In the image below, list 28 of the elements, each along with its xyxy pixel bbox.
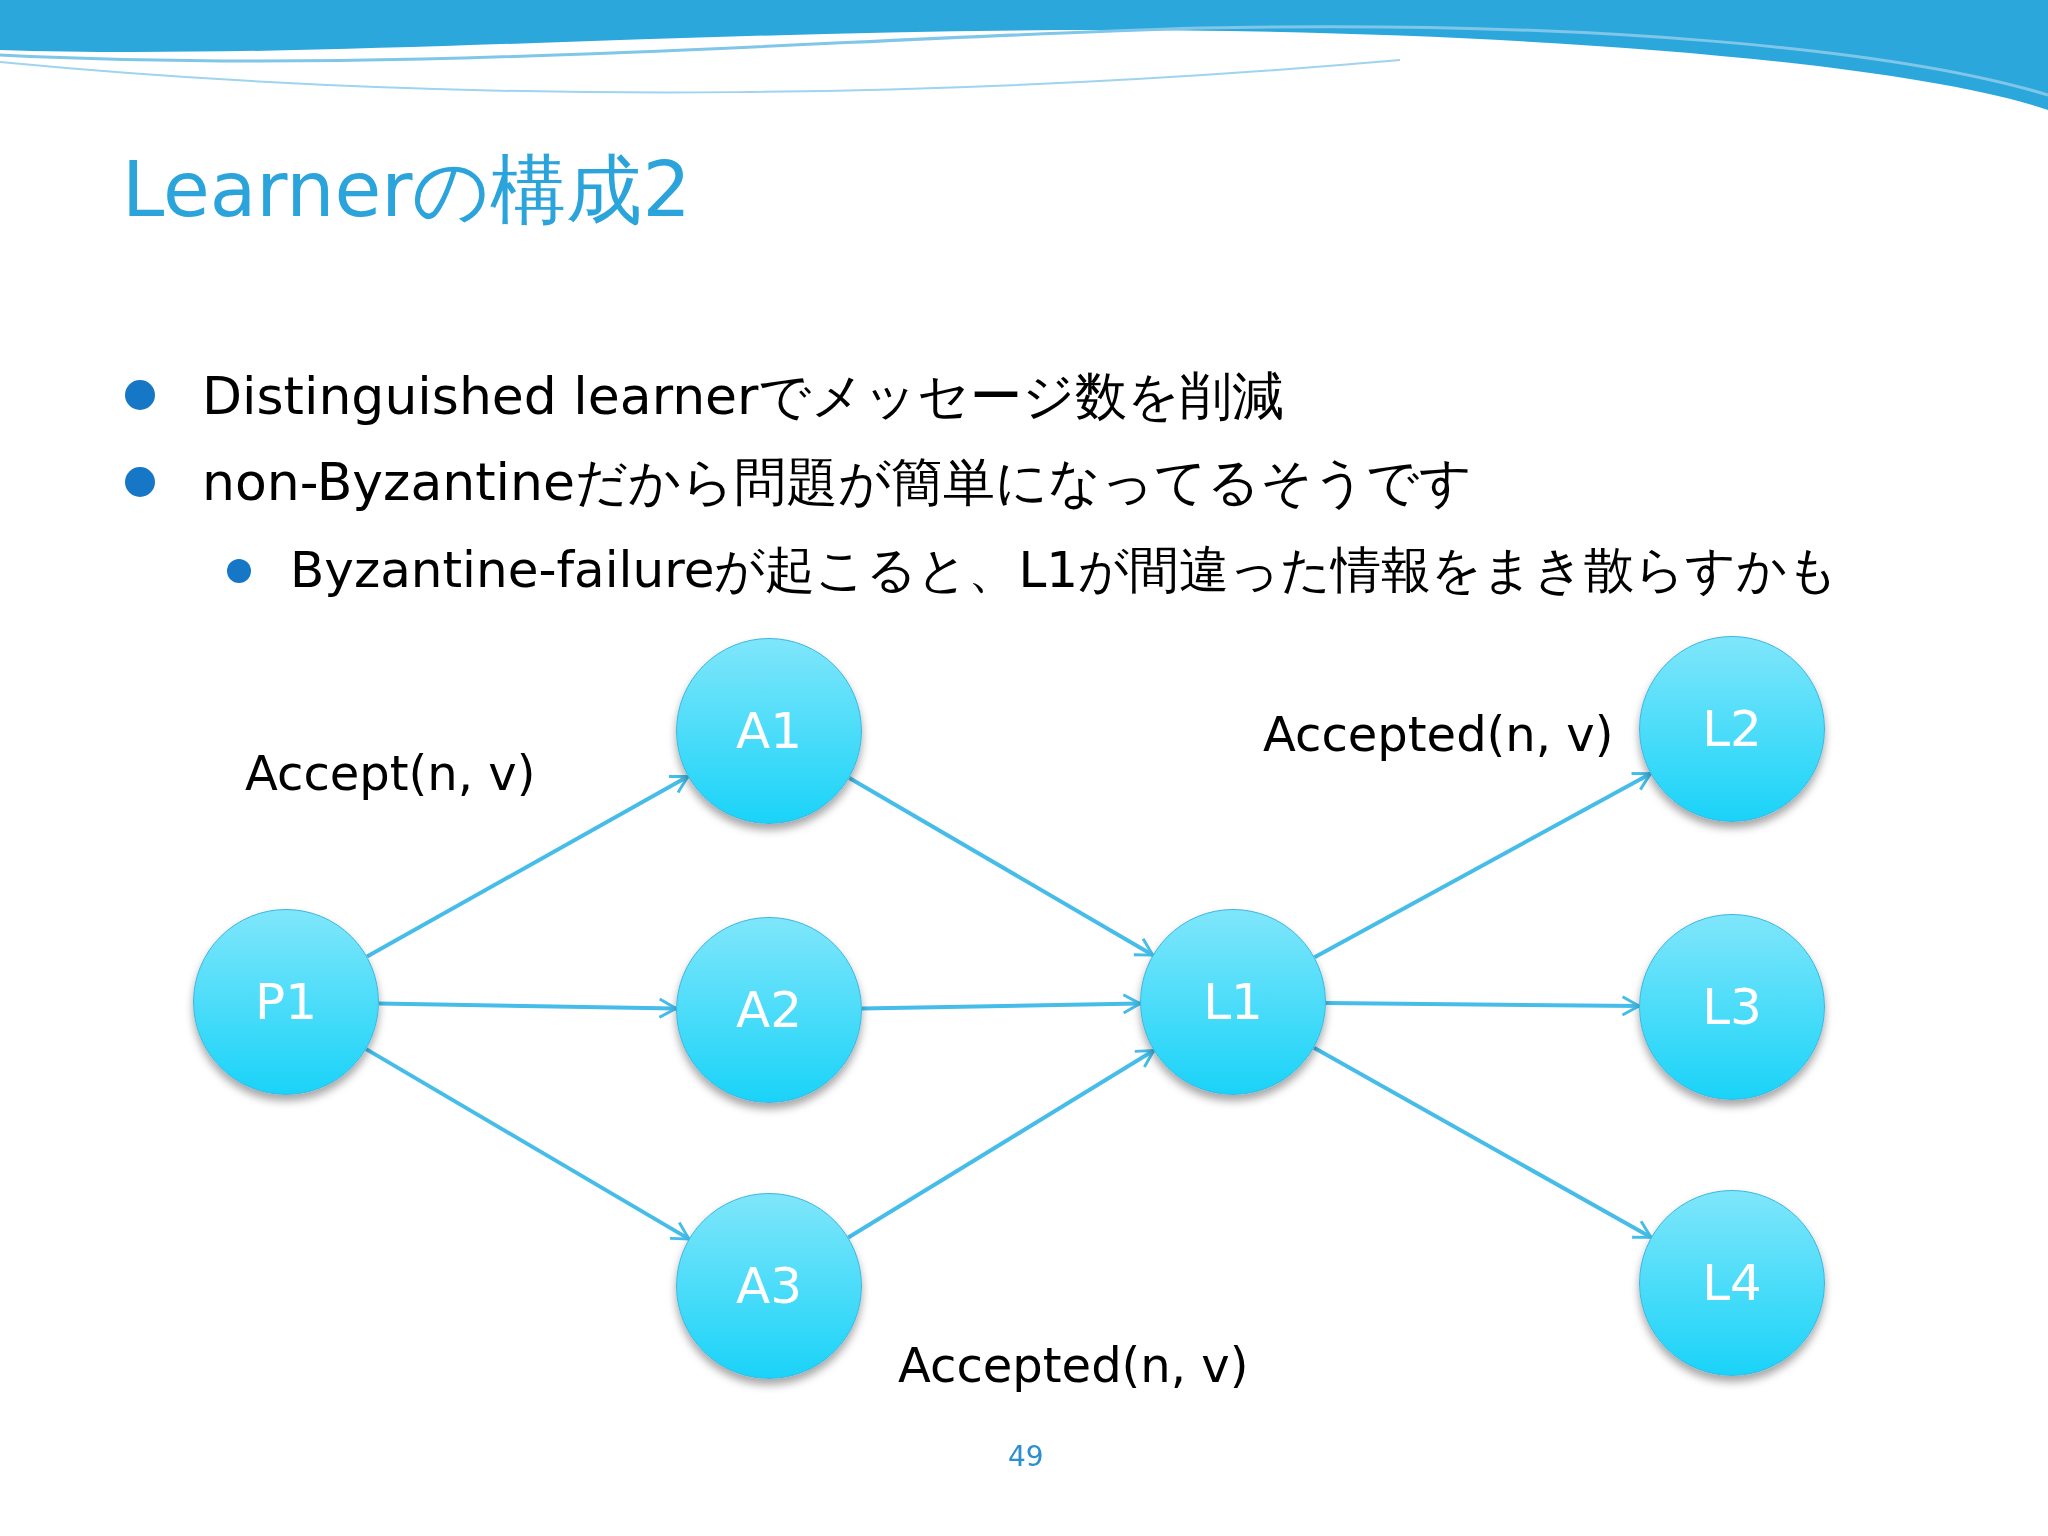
arrow: [366, 774, 690, 959]
node-label: L2: [1702, 700, 1762, 758]
arrow: [365, 1047, 691, 1241]
arrow: [1313, 771, 1652, 960]
arrow: [861, 993, 1142, 1015]
arrow: [1326, 995, 1641, 1017]
node-label: L1: [1203, 973, 1263, 1031]
node-circle: [676, 638, 862, 824]
slide-title: Learnerの構成2: [122, 144, 691, 236]
message-label: Accept(n, v): [245, 745, 536, 801]
node-label: P1: [255, 973, 317, 1031]
node-label: A2: [736, 981, 802, 1039]
node-label: A1: [736, 702, 802, 760]
node-circle: [1140, 909, 1326, 1095]
arrow: [848, 776, 1155, 957]
node-label: A3: [736, 1257, 802, 1315]
arrow: [847, 1048, 1156, 1240]
bullet-text: Distinguished learnerでメッセージ数を削減: [202, 365, 1285, 428]
node-label: L4: [1702, 1254, 1762, 1312]
message-label: Accepted(n, v): [898, 1337, 1249, 1393]
bullet-text: non-Byzantineだから問題が簡単になってるそうです: [202, 451, 1472, 514]
message-label: Accepted(n, v): [1263, 706, 1614, 762]
page-number: 49: [1008, 1440, 1044, 1473]
node-circle: [676, 1193, 862, 1379]
sub-bullet-text: Byzantine-failureが起こると、L1が間違った情報をまき散らすかも: [290, 540, 1839, 601]
node-label: L3: [1702, 978, 1762, 1036]
arrow: [1313, 1045, 1653, 1240]
arrow: [378, 997, 678, 1019]
